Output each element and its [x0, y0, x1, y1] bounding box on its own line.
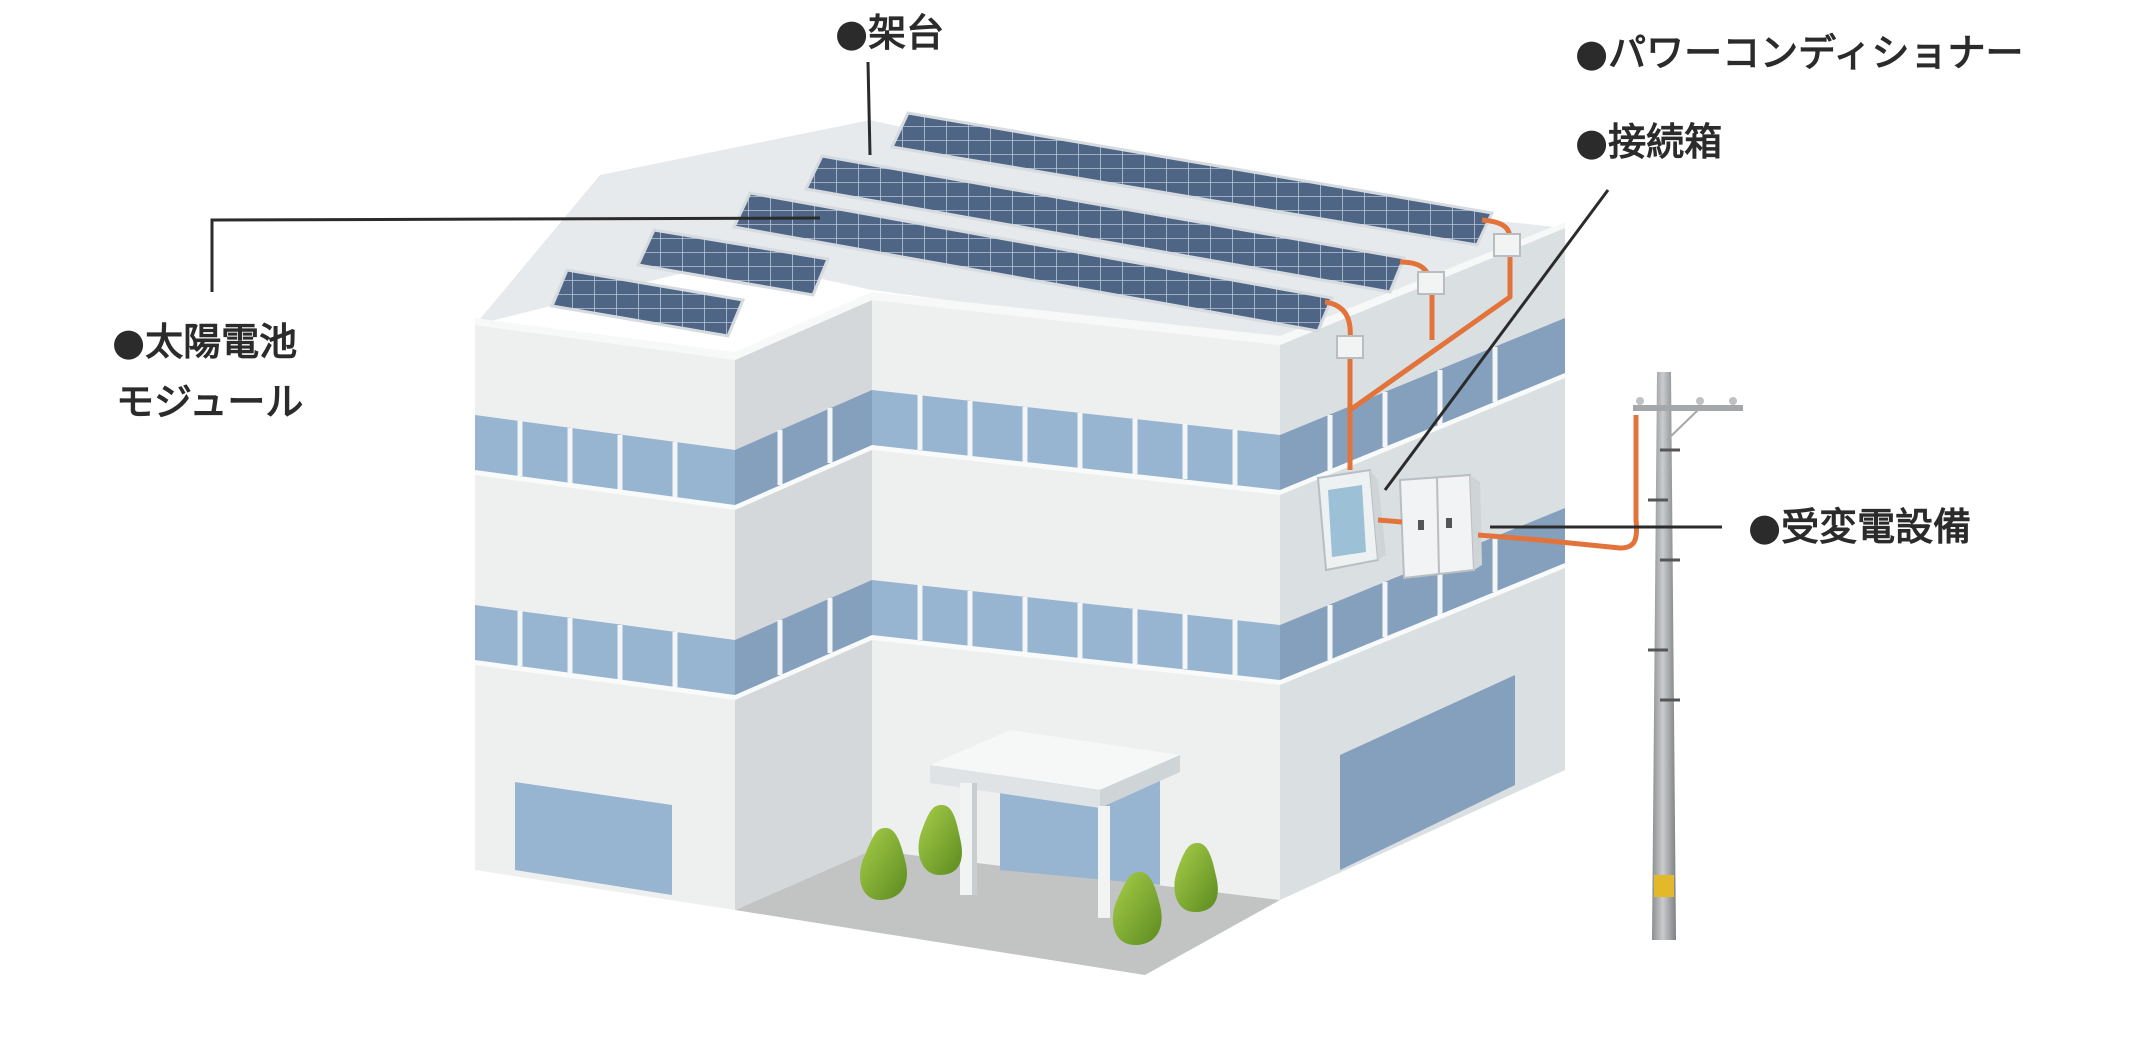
leader-line-junction-box — [1383, 189, 1610, 491]
entrance-canopy — [930, 730, 1180, 918]
solar-arrays — [549, 111, 1495, 338]
label-power-conditioner: ●パワーコンディショナー — [1575, 31, 2024, 75]
label-solar-module-line2: モジュール — [116, 380, 303, 424]
solar-panel-row-1 — [889, 111, 1495, 247]
junction-boxes — [1336, 233, 1521, 359]
substation-cabinet — [1398, 473, 1482, 580]
labels: ●架台 ●パワーコンディショナー ●接続箱 ●太陽電池 モジュール ●受変電設備 — [112, 11, 2024, 549]
solar-panel-row-3 — [731, 191, 1335, 333]
pole-warning-band — [1654, 875, 1674, 897]
label-solar-module-line1: ●太陽電池 — [112, 320, 297, 364]
leader-line-frame — [866, 61, 872, 156]
label-junction-box: ●接続箱 — [1575, 120, 1722, 164]
leader-line-solar-module — [210, 216, 821, 292]
label-substation: ●受変電設備 — [1748, 505, 1971, 549]
left-ground-window — [515, 782, 672, 895]
leader-lines — [210, 61, 1722, 529]
solar-panel-row-5 — [549, 268, 746, 338]
solar-panel-row-2 — [803, 154, 1407, 294]
window-mullions — [517, 347, 1498, 687]
label-frame: ●架台 — [835, 11, 944, 55]
solar-panel-row-4 — [635, 228, 831, 297]
utility-pole — [1633, 372, 1743, 940]
power-conditioner-unit — [1316, 468, 1386, 572]
pole-steps — [1648, 448, 1680, 702]
shrubs — [860, 805, 1218, 945]
ac-cables — [1377, 415, 1640, 551]
roof — [475, 120, 1565, 345]
right-garage-door — [1340, 675, 1515, 870]
